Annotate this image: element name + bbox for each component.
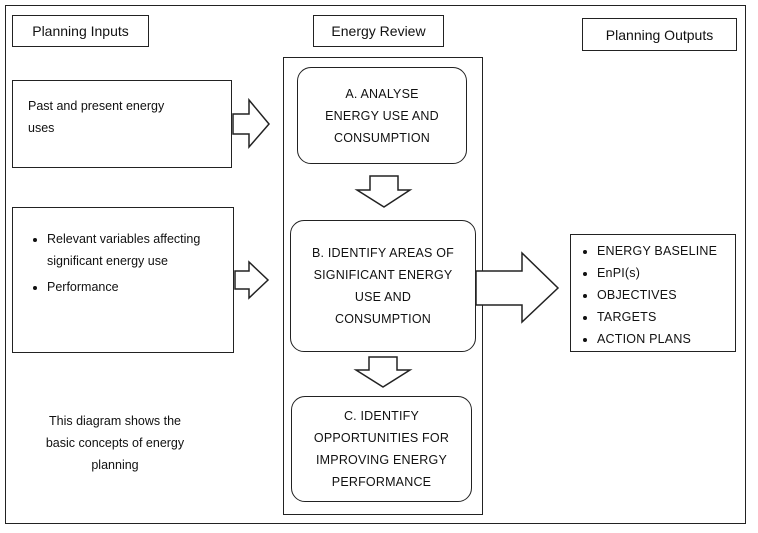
diagram-frame	[5, 5, 746, 524]
review-step-c-text: C. IDENTIFY OPPORTUNITIES FOR IMPROVING …	[313, 409, 450, 489]
diagram-caption-text: This diagram shows the basic concepts of…	[45, 414, 185, 472]
review-step-c: C. IDENTIFY OPPORTUNITIES FOR IMPROVING …	[291, 396, 472, 502]
review-step-a-text: A. ANALYSE ENERGY USE AND CONSUMPTION	[325, 86, 439, 145]
output-item: OBJECTIVES	[597, 284, 731, 306]
review-step-b: B. IDENTIFY AREAS OF SIGNIFICANT ENERGY …	[290, 220, 476, 352]
output-item: EnPI(s)	[597, 262, 731, 284]
input-variables-item: Relevant variables affecting significant…	[47, 228, 223, 272]
header-planning-inputs: Planning Inputs	[12, 15, 149, 47]
header-planning-outputs: Planning Outputs	[582, 18, 737, 51]
input-performance-item: Performance	[47, 276, 223, 298]
review-step-a: A. ANALYSE ENERGY USE AND CONSUMPTION	[297, 67, 467, 164]
output-item: ENERGY BASELINE	[597, 240, 731, 262]
outputs-box: ENERGY BASELINE EnPI(s) OBJECTIVES TARGE…	[570, 234, 736, 352]
input-box-variables: Relevant variables affecting significant…	[12, 207, 234, 353]
review-step-b-text: B. IDENTIFY AREAS OF SIGNIFICANT ENERGY …	[312, 246, 454, 326]
input-box-energy-uses-text: Past and present energy uses	[28, 99, 165, 135]
input-box-energy-uses: Past and present energy uses	[12, 80, 232, 168]
output-item: TARGETS	[597, 306, 731, 328]
diagram-caption: This diagram shows the basic concepts of…	[40, 410, 190, 476]
header-energy-review: Energy Review	[313, 15, 444, 47]
output-item: ACTION PLANS	[597, 328, 731, 350]
